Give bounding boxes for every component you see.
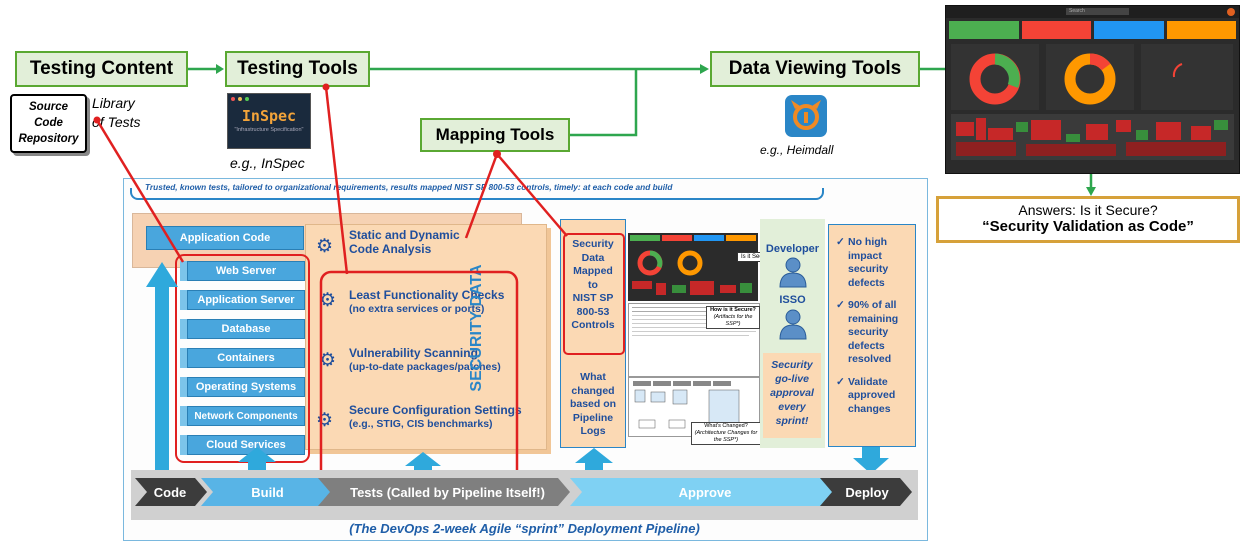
heimdall-caption: e.g., Heimdall <box>760 143 834 157</box>
mapped-column <box>560 219 626 448</box>
criteria-column <box>828 224 916 447</box>
gear-icon: ⚙ <box>316 236 334 257</box>
source-code-repository: Source Code Repository <box>10 94 87 153</box>
answer-box: Answers: Is it Secure? “Security Validat… <box>936 196 1240 243</box>
status-card-na <box>1094 21 1164 39</box>
step-least-functionality: Least Functionality Checks (no extra ser… <box>349 288 505 315</box>
criteria-list: ✓ No high impact security defects ✓ 90% … <box>836 236 916 416</box>
pipeline-step-code: Code <box>153 484 187 500</box>
tier-network-components: Network Components <box>187 406 305 426</box>
check-icon: ✓ <box>836 236 845 248</box>
heimdall-helmet-icon <box>791 100 821 130</box>
window-dots <box>228 94 310 104</box>
status-card-passed <box>949 21 1019 39</box>
isso-person-icon <box>779 309 807 340</box>
tier-containers: Containers <box>187 348 305 368</box>
developer-person-icon <box>779 257 807 288</box>
banner-brace <box>130 188 824 200</box>
data-viewing-tools-box: Data Viewing Tools <box>710 51 920 87</box>
testing-content-box: Testing Content <box>15 51 188 87</box>
security-data-mapped: Security Data Mapped to NIST SP 800-53 C… <box>571 238 615 331</box>
pipeline-step-deploy: Deploy <box>845 484 889 500</box>
golive-box: Security go-live approval every sprint! <box>763 353 821 438</box>
check-icon: ✓ <box>836 299 845 311</box>
architecture-diagram <box>633 381 740 429</box>
library-of-tests: Library of Tests <box>92 95 141 130</box>
criterion-validate: ✓ Validate approved changes <box>836 375 896 415</box>
gear-icon: ⚙ <box>319 290 337 311</box>
banner-text: Trusted, known tests, tailored to organi… <box>145 182 673 192</box>
mini-dashboard-chart <box>630 235 756 295</box>
what-changed: What changed based on Pipeline Logs <box>569 371 617 437</box>
step-static-dynamic: Static and Dynamic Code Analysis <box>349 228 460 256</box>
pipeline-step-approve: Approve <box>678 484 732 500</box>
heimdall-dashboard-screenshot: Search <box>945 5 1240 174</box>
inspec-caption: e.g., InSpec <box>230 155 305 171</box>
inspec-logo: InSpec "Infrastructure Specification" <box>227 93 311 149</box>
pipeline-caption: (The DevOps 2-week Agile “sprint” Deploy… <box>349 521 700 536</box>
tier-operating-systems: Operating Systems <box>187 377 305 397</box>
mapping-tools-box: Mapping Tools <box>420 118 570 152</box>
tier-application-server: Application Server <box>187 290 305 310</box>
pipeline-step-tests: Tests (Called by Pipeline Itself!) <box>350 484 545 500</box>
dashboard-search: Search <box>1066 8 1129 15</box>
tier-cloud-services: Cloud Services <box>187 435 305 455</box>
avatar <box>1227 8 1235 16</box>
status-cards <box>946 18 1239 42</box>
criterion-no-high-impact: ✓ No high impact security defects <box>836 236 889 289</box>
step-vulnerability-scanning: Vulnerability Scanning (up-to-date packa… <box>349 346 501 373</box>
mini-dashboard <box>628 233 758 301</box>
tier-database: Database <box>187 319 305 339</box>
dashboard-charts <box>951 44 1234 160</box>
how-is-it-secure-callout: How is it Secure? (Artifacts for the SSP… <box>706 306 760 329</box>
developer-label: Developer <box>765 243 820 255</box>
status-card-review <box>1166 21 1236 39</box>
check-icon: ✓ <box>836 375 845 388</box>
isso-label: ISSO <box>779 294 806 306</box>
heimdall-logo <box>785 95 827 137</box>
status-card-failed <box>1021 21 1091 39</box>
pipeline-step-build: Build <box>251 484 284 500</box>
gear-icon: ⚙ <box>319 350 337 371</box>
dashboard-topbar: Search <box>946 6 1239 18</box>
step-secure-configuration: Secure Configuration Settings (e.g., STI… <box>349 403 522 430</box>
tier-web-server: Web Server <box>187 261 305 281</box>
testing-tools-box: Testing Tools <box>225 51 370 87</box>
ssp-document-thumbnail <box>628 303 760 377</box>
criterion-90-percent: ✓ 90% of all remaining security defects … <box>836 299 899 365</box>
